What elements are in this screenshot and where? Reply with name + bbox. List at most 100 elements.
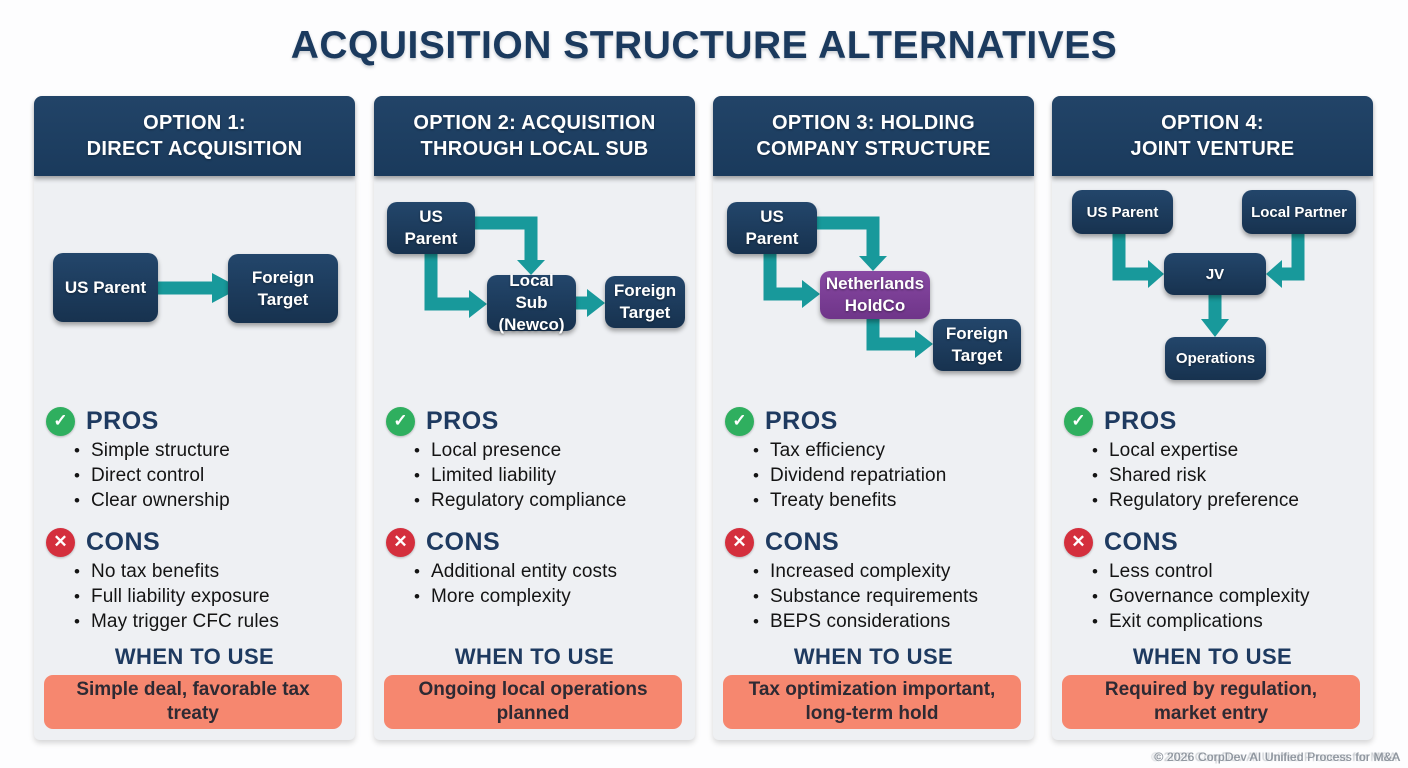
when-to-use-label: WHEN TO USE <box>454 644 615 669</box>
cons-item: Additional entity costs <box>414 559 687 584</box>
option3-pros-header: ✓ PROS <box>725 406 1034 436</box>
pros-item: Simple structure <box>74 438 347 463</box>
option3-cons-header: ✕ CONS <box>725 527 1034 557</box>
node-us-parent: US Parent <box>387 202 475 254</box>
option2-diagram: US Parent Local Sub (Newco) Foreign Targ… <box>374 176 695 404</box>
option4-header: OPTION 4: JOINT VENTURE <box>1052 96 1373 176</box>
node-netherlands-holdco: Netherlands HoldCo <box>820 271 930 319</box>
cons-item: Full liability exposure <box>74 584 347 609</box>
option4-column: OPTION 4: JOINT VENTURE US Parent Local … <box>1052 96 1373 740</box>
pros-item: Dividend repatriation <box>753 463 1026 488</box>
option1-when-box: Simple deal, favorable tax treaty <box>44 675 342 729</box>
option1-header-line1: OPTION 1: <box>143 112 246 134</box>
page-title: ACQUISITION STRUCTURE ALTERNATIVES <box>290 24 1118 67</box>
cons-label: CONS <box>426 527 501 556</box>
option3-header-line1: OPTION 3: HOLDING <box>772 112 975 134</box>
pros-item: Limited liability <box>414 463 687 488</box>
cons-item: Governance complexity <box>1092 584 1365 609</box>
option4-cons-list: Less control Governance complexity Exit … <box>1052 559 1373 634</box>
pros-item: Local expertise <box>1092 438 1365 463</box>
cons-item: Exit complications <box>1092 609 1365 634</box>
x-icon: ✕ <box>386 527 415 557</box>
pros-item: Clear ownership <box>74 488 347 513</box>
option2-header-line1: OPTION 2: ACQUISITION <box>413 112 656 134</box>
check-icon: ✓ <box>725 406 754 436</box>
x-icon: ✕ <box>725 527 754 557</box>
node-foreign-target: Foreign Target <box>605 276 685 328</box>
cons-item: No tax benefits <box>74 559 347 584</box>
option1-column: OPTION 1: DIRECT ACQUISITION US Parent F… <box>34 96 355 740</box>
option3-diagram: US Parent Netherlands HoldCo Foreign Tar… <box>713 176 1034 404</box>
cons-item: More complexity <box>414 584 687 609</box>
option1-pros-list: Simple structure Direct control Clear ow… <box>34 438 355 513</box>
cons-label: CONS <box>86 527 161 556</box>
flow-arrow-us-parent-to-foreign-target <box>158 273 240 303</box>
cons-item: Increased complexity <box>753 559 1026 584</box>
when-to-use-label: WHEN TO USE <box>1132 644 1293 669</box>
flow-arrows-option2 <box>424 216 605 318</box>
node-operations: Operations <box>1165 337 1266 380</box>
option2-cons-list: Additional entity costs More complexity <box>374 559 695 609</box>
cons-label: CONS <box>1104 527 1179 556</box>
pros-item: Shared risk <box>1092 463 1365 488</box>
option3-cons-list: Increased complexity Substance requireme… <box>713 559 1034 634</box>
option3-body: US Parent Netherlands HoldCo Foreign Tar… <box>713 176 1034 740</box>
pros-item: Treaty benefits <box>753 488 1026 513</box>
check-icon: ✓ <box>46 406 75 436</box>
when-to-use-label: WHEN TO USE <box>114 644 275 669</box>
option1-body: US Parent Foreign Target ✓ PROS Simple s… <box>34 176 355 740</box>
option2-pros-list: Local presence Limited liability Regulat… <box>374 438 695 513</box>
pros-label: PROS <box>426 406 499 435</box>
option3-column: OPTION 3: HOLDING COMPANY STRUCTURE US P… <box>713 96 1034 740</box>
node-us-parent: US Parent <box>727 202 817 254</box>
x-icon: ✕ <box>1064 527 1093 557</box>
option4-header-line2: JOINT VENTURE <box>1130 138 1295 160</box>
option4-body: US Parent Local Partner JV Operations ✓ … <box>1052 176 1373 740</box>
copyright-footer: © 2026 CorpDev AI Unified Process for M&… <box>1154 750 1400 764</box>
pros-item: Regulatory preference <box>1092 488 1365 513</box>
option4-diagram: US Parent Local Partner JV Operations <box>1052 176 1373 404</box>
node-foreign-target: Foreign Target <box>933 319 1021 371</box>
option2-header-line2: THROUGH LOCAL SUB <box>420 138 649 160</box>
option2-pros-header: ✓ PROS <box>386 406 695 436</box>
x-icon: ✕ <box>46 527 75 557</box>
option3-when-box: Tax optimization important, long-term ho… <box>723 675 1021 729</box>
node-foreign-target: Foreign Target <box>228 254 338 323</box>
option4-header-line1: OPTION 4: <box>1161 112 1264 134</box>
option4-pros-header: ✓ PROS <box>1064 406 1373 436</box>
option1-header-line2: DIRECT ACQUISITION <box>86 138 303 160</box>
pros-label: PROS <box>86 406 159 435</box>
pros-item: Local presence <box>414 438 687 463</box>
option1-header: OPTION 1: DIRECT ACQUISITION <box>34 96 355 176</box>
option4-when-box: Required by regulation, market entry <box>1062 675 1360 729</box>
node-jv: JV <box>1164 253 1266 295</box>
node-us-parent: US Parent <box>1072 190 1173 234</box>
option1-pros-header: ✓ PROS <box>46 406 355 436</box>
option3-pros-list: Tax efficiency Dividend repatriation Tre… <box>713 438 1034 513</box>
pros-item: Regulatory compliance <box>414 488 687 513</box>
option4-cons-header: ✕ CONS <box>1064 527 1373 557</box>
node-local-partner: Local Partner <box>1242 190 1356 234</box>
cons-item: May trigger CFC rules <box>74 609 347 634</box>
pros-label: PROS <box>1104 406 1177 435</box>
option2-cons-header: ✕ CONS <box>386 527 695 557</box>
when-to-use-label: WHEN TO USE <box>793 644 954 669</box>
option1-diagram: US Parent Foreign Target <box>34 176 355 404</box>
cons-item: Substance requirements <box>753 584 1026 609</box>
option1-cons-list: No tax benefits Full liability exposure … <box>34 559 355 634</box>
pros-item: Tax efficiency <box>753 438 1026 463</box>
node-us-parent: US Parent <box>53 253 158 322</box>
pros-label: PROS <box>765 406 838 435</box>
option1-cons-header: ✕ CONS <box>46 527 355 557</box>
option2-body: US Parent Local Sub (Newco) Foreign Targ… <box>374 176 695 740</box>
option2-column: OPTION 2: ACQUISITION THROUGH LOCAL SUB … <box>374 96 695 740</box>
option2-when-box: Ongoing local operations planned <box>384 675 682 729</box>
flow-arrows-option3 <box>763 216 933 358</box>
option2-header: OPTION 2: ACQUISITION THROUGH LOCAL SUB <box>374 96 695 176</box>
check-icon: ✓ <box>1064 406 1093 436</box>
check-icon: ✓ <box>386 406 415 436</box>
cons-label: CONS <box>765 527 840 556</box>
option3-header-line2: COMPANY STRUCTURE <box>756 138 991 160</box>
option3-header: OPTION 3: HOLDING COMPANY STRUCTURE <box>713 96 1034 176</box>
flow-arrows-option4 <box>1112 234 1305 337</box>
